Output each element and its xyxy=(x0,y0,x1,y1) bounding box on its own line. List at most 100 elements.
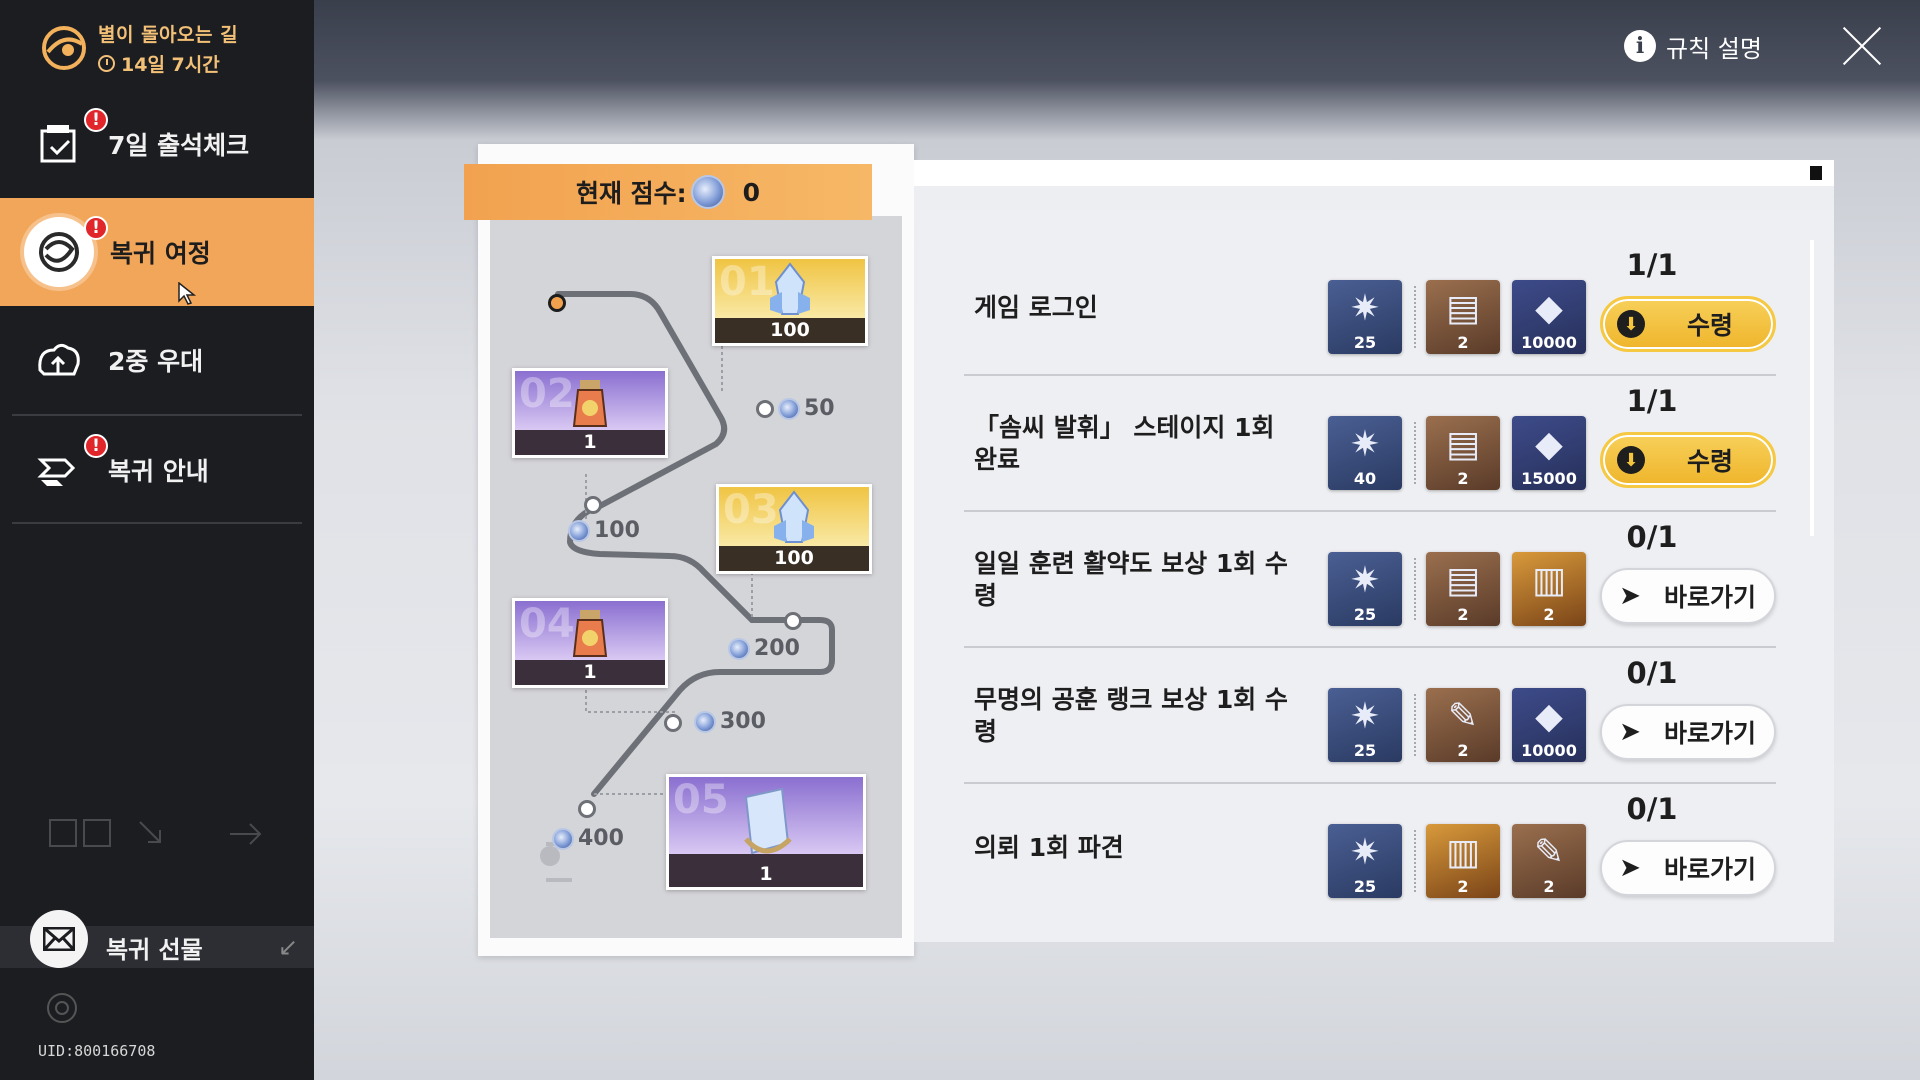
item-separator xyxy=(1414,558,1416,620)
milestone-value: 200 xyxy=(754,636,800,661)
task-row: 일일 훈련 활약도 보상 1회 수령 ✷ 25 ▤ 2 ▥ 2 0/1 ➤ 바로… xyxy=(964,512,1776,648)
reward-item[interactable]: ◆ 15000 xyxy=(1512,416,1586,490)
journey-reward-card[interactable]: 04 1 xyxy=(512,598,668,688)
item-separator xyxy=(1414,830,1416,892)
score-token-icon xyxy=(568,519,590,542)
task-title: 「솜씨 발휘」 스테이지 1회 완료 xyxy=(974,413,1275,474)
sidebar-item-return-journey[interactable]: ! 복귀 여정 xyxy=(0,198,314,306)
nav-divider xyxy=(12,414,302,416)
clock-icon xyxy=(98,54,115,72)
crystal-icon xyxy=(715,262,865,321)
event-header: 별이 돌아오는 길 14일 7시간 xyxy=(38,18,238,78)
return-gift-label: 복귀 선물 xyxy=(106,935,203,964)
task-row: 무명의 공훈 랭크 보상 1회 수령 ✷ 25 ✎ 2 ◆ 10000 0/1 … xyxy=(964,648,1776,784)
reward-index: 01 xyxy=(719,259,775,305)
goto-button[interactable]: ➤ 바로가기 xyxy=(1600,840,1776,896)
reward-item-qty: 10000 xyxy=(1521,333,1577,352)
arrow-down-icon: ⬇ xyxy=(1617,310,1645,338)
reward-qty: 1 xyxy=(759,863,773,885)
task-row: 「솜씨 발휘」 스테이지 1회 완료 ✷ 40 ▤ 2 ◆ 15000 1/1 … xyxy=(964,376,1776,512)
reward-item[interactable]: ◆ 10000 xyxy=(1512,688,1586,762)
task-progress: 0/1 xyxy=(1626,520,1678,554)
reward-item[interactable]: ▤ 2 xyxy=(1426,416,1500,490)
sidebar-item-double-bonus[interactable]: 2중 우대 xyxy=(0,306,314,414)
reward-index: 02 xyxy=(519,371,575,417)
reward-item-qty: 40 xyxy=(1353,469,1377,488)
event-logo-icon xyxy=(38,22,90,74)
task-divider xyxy=(964,646,1776,648)
reward-item[interactable]: ◆ 10000 xyxy=(1512,280,1586,354)
credit-chip-icon: ◆ xyxy=(1535,696,1563,737)
task-title: 게임 로그인 xyxy=(974,293,1098,322)
score-token-icon xyxy=(690,175,725,209)
alert-badge: ! xyxy=(84,434,108,458)
task-title: 일일 훈련 활약도 보상 1회 수령 xyxy=(974,549,1288,610)
reward-item[interactable]: ▤ 2 xyxy=(1426,552,1500,626)
journey-reward-card[interactable]: 03 100 xyxy=(716,484,872,574)
reward-item[interactable]: ✷ 25 xyxy=(1328,552,1402,626)
reward-item[interactable]: ✎ 2 xyxy=(1426,688,1500,762)
sidebar-item-attendance[interactable]: ! 7일 출석체크 xyxy=(0,90,314,198)
return-gift-button[interactable]: 복귀 선물 ↙ xyxy=(0,910,314,968)
milestone-label: 200 xyxy=(728,636,800,661)
goto-button[interactable]: ➤ 바로가기 xyxy=(1600,568,1776,624)
journey-reward-card[interactable]: 02 1 xyxy=(512,368,668,458)
feather-quill-icon: ✎ xyxy=(1447,696,1479,737)
close-icon[interactable] xyxy=(1842,26,1882,66)
reward-item-qty: 2 xyxy=(1457,741,1469,760)
potion-flask-icon xyxy=(515,375,665,433)
milestone-value: 50 xyxy=(804,396,835,421)
journey-start-node xyxy=(548,294,566,312)
reward-item-qty: 25 xyxy=(1353,605,1377,624)
reward-item-qty: 25 xyxy=(1353,741,1377,760)
crystal-icon xyxy=(719,490,869,549)
reward-item[interactable]: ✷ 25 xyxy=(1328,280,1402,354)
journey-reward-card-final[interactable]: 05 1 xyxy=(666,774,866,890)
reward-item[interactable]: ✷ 40 xyxy=(1328,416,1402,490)
task-divider xyxy=(964,374,1776,376)
task-panel-header xyxy=(914,160,1834,186)
header-marker xyxy=(1810,166,1822,180)
reward-item-qty: 25 xyxy=(1353,877,1377,896)
rules-button[interactable]: i 규칙 설명 xyxy=(1624,28,1762,64)
task-title: 의뢰 1회 파견 xyxy=(974,833,1124,862)
task-divider xyxy=(964,510,1776,512)
book-icon: ▤ xyxy=(1445,288,1480,329)
reward-index: 03 xyxy=(723,487,779,533)
reward-item[interactable]: ✷ 25 xyxy=(1328,688,1402,762)
double-bonus-icon xyxy=(34,335,84,385)
potion-flask-icon xyxy=(515,605,665,663)
journey-swirl-icon xyxy=(24,217,94,287)
canister-icon: ▥ xyxy=(1531,560,1566,601)
credit-chip-icon: ◆ xyxy=(1535,288,1563,329)
task-progress: 0/1 xyxy=(1626,792,1678,826)
book-icon: ▤ xyxy=(1445,560,1480,601)
score-token-icon: ✷ xyxy=(1349,560,1381,601)
journey-reward-card[interactable]: 01 100 xyxy=(712,256,868,346)
reward-item-qty: 25 xyxy=(1353,333,1377,352)
reward-item[interactable]: ✷ 25 xyxy=(1328,824,1402,898)
reward-item[interactable]: ▤ 2 xyxy=(1426,280,1500,354)
milestone-node xyxy=(584,496,602,514)
task-progress: 1/1 xyxy=(1626,384,1678,418)
task-row: 게임 로그인 ✷ 25 ▤ 2 ◆ 10000 1/1 ⬇ 수령 xyxy=(964,240,1776,376)
event-time-left: 14일 7시간 xyxy=(98,50,238,77)
canister-icon: ▥ xyxy=(1445,832,1480,873)
reward-qty: 100 xyxy=(770,319,810,341)
claim-button[interactable]: ⬇ 수령 xyxy=(1600,432,1776,488)
arrow-right-icon: ➤ xyxy=(1619,581,1641,611)
reward-item-qty: 2 xyxy=(1543,605,1555,624)
claim-button[interactable]: ⬇ 수령 xyxy=(1600,296,1776,352)
sidebar-item-return-guide[interactable]: ! 복귀 안내 xyxy=(0,416,314,524)
reward-item[interactable]: ▥ 2 xyxy=(1426,824,1500,898)
item-separator xyxy=(1414,286,1416,348)
task-list-scrollbar[interactable] xyxy=(1810,240,1814,536)
envelope-icon xyxy=(30,910,88,968)
goto-button[interactable]: ➤ 바로가기 xyxy=(1600,704,1776,760)
reward-item-qty: 2 xyxy=(1457,333,1469,352)
milestone-node xyxy=(578,800,596,818)
reward-item[interactable]: ✎ 2 xyxy=(1512,824,1586,898)
current-score-banner: 현재 점수: 0 xyxy=(464,164,872,220)
reward-item[interactable]: ▥ 2 xyxy=(1512,552,1586,626)
credit-chip-icon: ◆ xyxy=(1535,424,1563,465)
